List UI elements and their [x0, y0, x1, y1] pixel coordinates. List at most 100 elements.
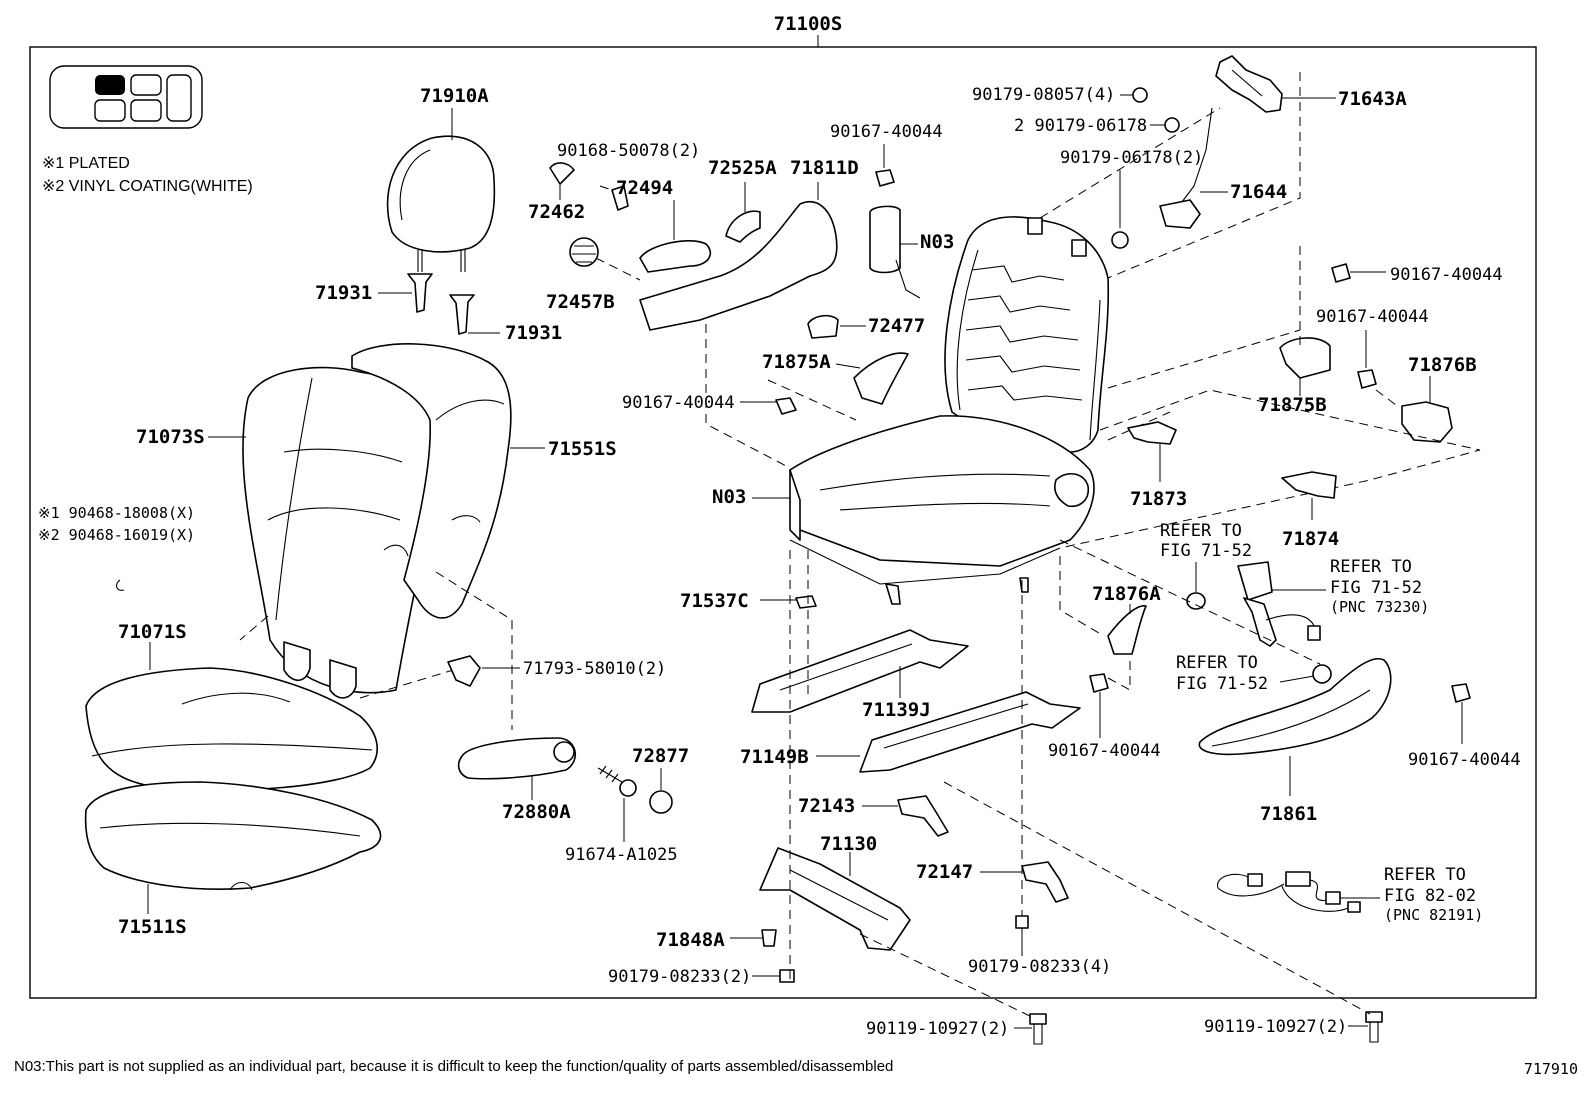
assembly-number-label[interactable]: 71100S — [774, 13, 843, 35]
label-71811D[interactable]: 71811D — [790, 157, 859, 179]
seat-cushion-pad-part[interactable] — [84, 781, 382, 891]
ref-4-line-2[interactable]: FIG 82-02 — [1384, 886, 1476, 906]
rail-71139J-part[interactable] — [751, 629, 969, 713]
label-90468-16019[interactable]: ※2 90468-16019(X) — [38, 526, 195, 544]
ref-3-line-2[interactable]: FIG 71-52 — [1176, 674, 1268, 694]
label-72525A[interactable]: 72525A — [708, 157, 777, 179]
label-90167-40044-right-top[interactable]: 90167-40044 — [1390, 265, 1503, 285]
label-90119-10927-a[interactable]: 90119-10927(2) — [866, 1019, 1009, 1039]
seat-frame-part[interactable] — [789, 216, 1110, 605]
headrest-part[interactable] — [386, 135, 496, 272]
label-71931-upper[interactable]: 71931 — [315, 282, 372, 304]
screw-90167-right-low-part[interactable] — [1451, 683, 1471, 703]
bolt-90119-a-part[interactable] — [1029, 1013, 1047, 1045]
screw-90167-low-part[interactable] — [1089, 673, 1109, 693]
label-71511S[interactable]: 71511S — [118, 916, 187, 938]
bracket-71875B-part[interactable] — [1279, 337, 1331, 379]
label-71139J[interactable]: 71139J — [862, 699, 931, 721]
ref-2-line-2[interactable]: FIG 71-52 — [1330, 578, 1422, 598]
bracket-72147-part[interactable] — [1021, 861, 1069, 903]
washer-part[interactable] — [1186, 592, 1206, 610]
label-71071S[interactable]: 71071S — [118, 621, 187, 643]
screw-90167-right-mid-part[interactable] — [1357, 369, 1377, 389]
label-90179-08233-2[interactable]: 90179-08233(2) — [608, 967, 751, 987]
knob-72457B-part[interactable] — [569, 237, 599, 267]
bracket-71874-part[interactable] — [1281, 471, 1337, 499]
label-90168-50078[interactable]: 90168-50078(2) — [557, 141, 700, 161]
label-90179-06178-2[interactable]: 90179-06178(2) — [1060, 148, 1203, 168]
label-71910A[interactable]: 71910A — [420, 85, 489, 107]
label-90179-06178-single[interactable]: 2 90179-06178 — [1014, 116, 1147, 136]
label-71931-lower[interactable]: 71931 — [505, 322, 562, 344]
recliner-mechanism-71643A-part[interactable] — [1215, 55, 1283, 113]
label-71643A[interactable]: 71643A — [1338, 88, 1407, 110]
label-71876B[interactable]: 71876B — [1408, 354, 1477, 376]
rail-71130-part[interactable] — [759, 847, 911, 951]
rail-71149B-part[interactable] — [859, 691, 1081, 773]
bracket-71873-part[interactable] — [1127, 421, 1177, 445]
nut-90179-08233-a-part[interactable] — [779, 969, 795, 983]
label-71875B[interactable]: 71875B — [1258, 394, 1327, 416]
label-71537C[interactable]: 71537C — [680, 590, 749, 612]
label-71073S[interactable]: 71073S — [136, 426, 205, 448]
cap-72877-part[interactable] — [649, 790, 673, 814]
label-71551S[interactable]: 71551S — [548, 438, 617, 460]
nut-90179-06178-b-part[interactable] — [1111, 231, 1129, 249]
label-90179-08233-4[interactable]: 90179-08233(4) — [968, 957, 1111, 977]
nut-90179-06178-a-part[interactable] — [1164, 117, 1180, 133]
label-90167-40044-right-mid[interactable]: 90167-40044 — [1316, 307, 1429, 327]
label-72143[interactable]: 72143 — [798, 795, 855, 817]
seat-cushion-cover-part[interactable] — [85, 667, 378, 791]
ref-1-line-2[interactable]: FIG 71-52 — [1160, 541, 1252, 561]
label-72477[interactable]: 72477 — [868, 315, 925, 337]
label-90119-10927-b[interactable]: 90119-10927(2) — [1204, 1017, 1347, 1037]
nut-refer-part[interactable] — [1312, 664, 1332, 684]
label-90468-18008[interactable]: ※1 90468-18008(X) — [38, 504, 195, 522]
recliner-cover-part[interactable] — [639, 201, 838, 331]
headrest-support-part[interactable] — [407, 273, 475, 335]
screw-90168-part[interactable] — [611, 185, 629, 211]
label-72877[interactable]: 72877 — [632, 745, 689, 767]
wire-harness-part[interactable] — [1217, 871, 1361, 913]
armrest-bolt-part[interactable] — [597, 765, 637, 797]
bracket-71875A-part[interactable] — [853, 352, 909, 405]
label-71130[interactable]: 71130 — [820, 833, 877, 855]
lever-72494-part[interactable] — [639, 240, 712, 273]
seatback-cover-part[interactable] — [242, 366, 440, 699]
label-90167-40044-low[interactable]: 90167-40044 — [1048, 741, 1161, 761]
label-N03-lower[interactable]: N03 — [712, 486, 746, 508]
seatback-pad-part[interactable] — [351, 343, 512, 619]
label-71848A[interactable]: 71848A — [656, 929, 725, 951]
label-72880A[interactable]: 72880A — [502, 801, 571, 823]
hog-ring-part[interactable] — [115, 579, 125, 591]
screw-90167-top-part[interactable] — [875, 169, 895, 187]
screw-90167-mid-part[interactable] — [775, 397, 797, 415]
clip-71793-part[interactable] — [447, 655, 481, 687]
label-71149B[interactable]: 71149B — [740, 746, 809, 768]
label-71793-58010[interactable]: 71793-58010(2) — [523, 659, 666, 679]
armrest-part[interactable] — [457, 737, 577, 780]
label-71875A[interactable]: 71875A — [762, 351, 831, 373]
nut-90179-08057-part[interactable] — [1132, 87, 1148, 103]
nut-90179-08233-b-part[interactable] — [1015, 915, 1029, 929]
seatbelt-buckle-part[interactable] — [1237, 561, 1321, 647]
clip-71537C-part[interactable] — [795, 595, 817, 609]
cover-72525A-part[interactable] — [725, 210, 761, 243]
bolt-90119-b-part[interactable] — [1365, 1011, 1383, 1043]
label-71873[interactable]: 71873 — [1130, 488, 1187, 510]
screw-90167-right-top-part[interactable] — [1331, 263, 1351, 283]
label-72457B[interactable]: 72457B — [546, 291, 615, 313]
label-71874[interactable]: 71874 — [1282, 528, 1339, 550]
label-90179-08057[interactable]: 90179-08057(4) — [972, 85, 1115, 105]
cover-72477-part[interactable] — [807, 314, 839, 339]
bracket-71876A-part[interactable] — [1107, 605, 1147, 655]
bracket-71876B-part[interactable] — [1401, 401, 1453, 443]
label-90167-40044-right-low[interactable]: 90167-40044 — [1408, 750, 1521, 770]
label-90167-40044-mid[interactable]: 90167-40044 — [622, 393, 735, 413]
label-71876A[interactable]: 71876A — [1092, 583, 1161, 605]
label-90167-40044-top[interactable]: 90167-40044 — [830, 122, 943, 142]
label-71861[interactable]: 71861 — [1260, 803, 1317, 825]
label-72462[interactable]: 72462 — [528, 201, 585, 223]
label-72147[interactable]: 72147 — [916, 861, 973, 883]
bolt-71848A-part[interactable] — [761, 929, 777, 947]
